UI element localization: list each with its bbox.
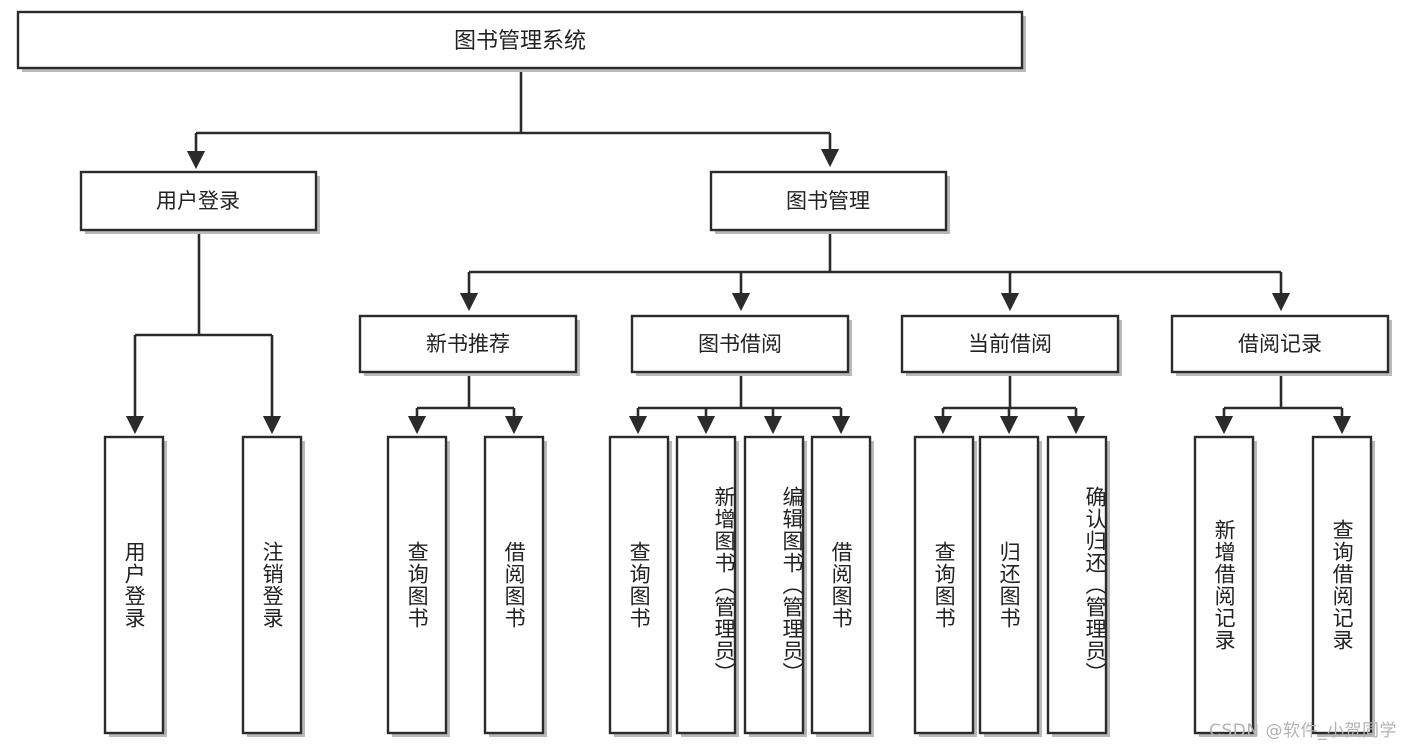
node-user-login-label: 用户登录 xyxy=(156,189,240,213)
leaf-new-book-query-book[interactable] xyxy=(386,435,448,735)
leaf-add-borrow-record[interactable] xyxy=(1193,435,1255,735)
node-book-borrow-label: 图书借阅 xyxy=(698,332,782,356)
node-borrow-record-label: 借阅记录 xyxy=(1238,332,1322,356)
leaf-book-borrow-edit-book[interactable] xyxy=(743,435,805,735)
leaf-current-borrow-query-book[interactable] xyxy=(913,435,975,735)
leaf-current-borrow-return-book[interactable] xyxy=(978,435,1040,735)
leaf-book-borrow-query-book[interactable] xyxy=(608,435,670,735)
node-book-management-system[interactable] xyxy=(16,10,1024,70)
leaf-book-borrow-borrow-book[interactable] xyxy=(810,435,872,735)
watermark-text: CSDN @软件_小贺同学 xyxy=(1209,721,1397,741)
node-book-borrow[interactable] xyxy=(630,314,850,374)
node-current-borrow[interactable] xyxy=(900,314,1120,374)
root-node-label: 图书管理系统 xyxy=(454,29,586,54)
node-book-management-label: 图书管理 xyxy=(786,189,870,213)
leaf-new-book-borrow-book[interactable] xyxy=(483,435,545,735)
node-borrow-record[interactable] xyxy=(1170,314,1390,374)
leaf-logout[interactable] xyxy=(241,435,303,735)
node-new-book-recommend[interactable] xyxy=(358,314,578,374)
connectors-layer xyxy=(125,70,1352,435)
leaf-user-login[interactable] xyxy=(103,435,165,735)
leaf-current-borrow-confirm-return[interactable] xyxy=(1046,435,1108,735)
leaf-query-borrow-record[interactable] xyxy=(1311,435,1373,735)
node-user-login[interactable] xyxy=(79,170,318,232)
node-new-book-recommend-label: 新书推荐 xyxy=(426,332,510,356)
node-book-management[interactable] xyxy=(709,170,948,232)
nodes-layer: 图书管理系统 用户登录 图书管理 新书推荐 图书借阅 当前借阅 借阅记录 xyxy=(16,10,1392,737)
node-current-borrow-label: 当前借阅 xyxy=(968,332,1052,356)
leaf-book-borrow-add-book[interactable] xyxy=(675,435,737,735)
